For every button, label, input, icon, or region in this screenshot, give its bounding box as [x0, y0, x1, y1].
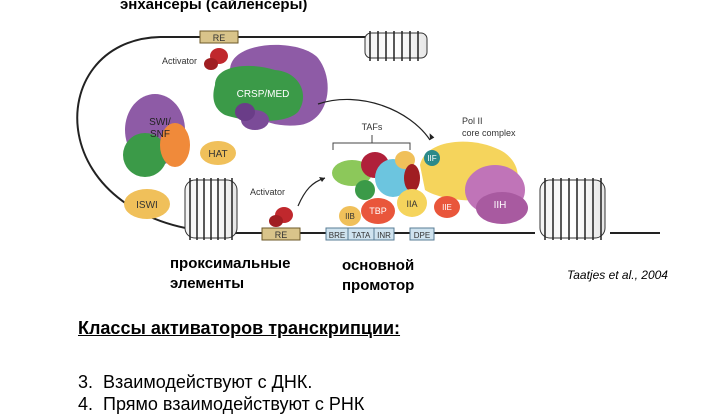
- promoter-elements: BRE TATA INR DPE: [325, 227, 435, 241]
- activator-top-label: Activator: [162, 56, 197, 66]
- arrow-to-promoter: [297, 177, 326, 207]
- arrow-to-pol2: [317, 98, 431, 141]
- re-bottom-label: RE: [275, 230, 288, 240]
- iie-label: IIE: [442, 203, 452, 212]
- list-item: 3. Взаимодействуют с ДНК.: [78, 372, 313, 392]
- tata-label: TATA: [352, 231, 371, 240]
- iif-label: IIF: [427, 154, 436, 163]
- iia-label: IIA: [406, 199, 417, 209]
- iib-label: IIB: [345, 212, 355, 221]
- list-item: 4. Прямо взаимодействуют с РНК: [78, 394, 365, 414]
- nucleosome-right: [539, 178, 606, 240]
- swi-snf-label-2: SNF: [150, 129, 170, 140]
- core-promoter-label: основной промотор: [342, 257, 415, 294]
- citation: Taatjes et al., 2004: [567, 268, 668, 282]
- swi-snf-label-1: SWI/: [149, 117, 171, 128]
- hat-label: HAT: [208, 149, 227, 160]
- iswi-label: ISWI: [136, 200, 158, 211]
- transcription-complex-diagram: RE Activator CRSP/MED SWI/ SNF HAT ISWI …: [76, 30, 660, 241]
- nucleosome-top: [364, 31, 428, 61]
- crsp-med-green: [213, 65, 304, 121]
- proximal-elements-label: проксимальные элементы: [170, 255, 291, 292]
- crsp-med-label: CRSP/MED: [237, 89, 290, 100]
- inr-label: INR: [377, 231, 391, 240]
- slide-heading: Классы активаторов транскрипции:: [78, 318, 401, 338]
- iih-label: IIH: [494, 200, 507, 211]
- pol2-label-1: Pol II: [462, 116, 483, 126]
- enhancers-label: энхансеры (сайленсеры): [120, 0, 308, 13]
- bre-label: BRE: [329, 231, 345, 240]
- nucleosome-left: [184, 178, 238, 240]
- activator-bottom-label: Activator: [250, 187, 285, 197]
- pol2-label-2: core complex: [462, 128, 516, 138]
- dpe-label: DPE: [414, 231, 430, 240]
- tbp-label: TBP: [369, 206, 387, 216]
- re-top-label: RE: [213, 33, 226, 43]
- tafs-label: TAFs: [362, 122, 383, 132]
